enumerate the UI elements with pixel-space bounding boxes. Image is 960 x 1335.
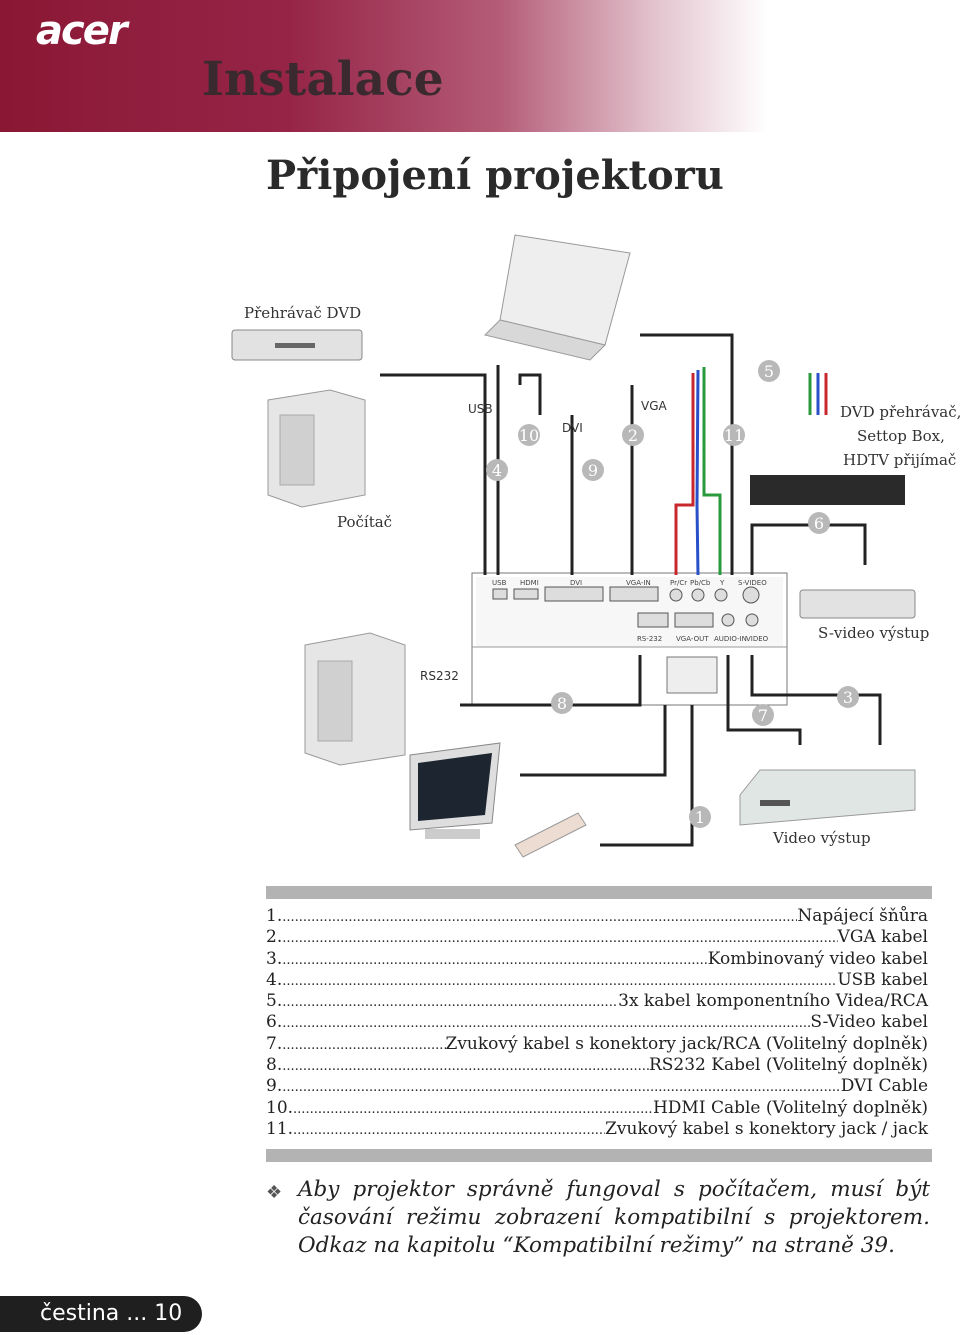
svg-text:4: 4 <box>492 461 502 480</box>
legend-row: 3. Kombinovaný video kabel <box>266 949 928 970</box>
port-audio-in-label: AUDIO-IN <box>714 635 747 643</box>
num-2: 2 <box>622 424 644 446</box>
dvd-player-icon <box>231 329 363 361</box>
computer-icon <box>267 389 366 508</box>
num-6: 6 <box>808 512 830 534</box>
legend-row: 9.DVI Cable <box>266 1076 928 1097</box>
legend-row: 8. RS232 Kabel (Volitelný doplněk) <box>266 1055 928 1076</box>
svg-text:7: 7 <box>758 706 768 725</box>
divider-bottom <box>266 1149 932 1162</box>
svg-text:3: 3 <box>843 688 853 707</box>
num-11: 11 <box>723 424 745 446</box>
svg-text:9: 9 <box>588 461 598 480</box>
legend-row: 4.USB kabel <box>266 970 928 991</box>
port-prcr-label: Pr/Cr <box>670 579 687 587</box>
power-strip-icon <box>514 812 587 858</box>
svg-text:2: 2 <box>628 426 638 445</box>
port-hdmi-label: HDMI <box>520 579 539 587</box>
svideo-player-icon <box>799 589 916 619</box>
legend-row: 6.S-Video kabel <box>266 1012 928 1033</box>
label-dvd-box-3: HDTV přijímač <box>843 451 956 469</box>
port-pbcb-label: Pb/Cb <box>690 579 711 587</box>
svg-text:6: 6 <box>814 514 824 533</box>
label-dvd-box-1: DVD přehrávač, <box>840 403 960 421</box>
label-vga: VGA <box>641 399 668 413</box>
svg-text:1: 1 <box>695 808 705 827</box>
label-dvd-box-2: Settop Box, <box>857 427 945 445</box>
num-1: 1 <box>689 806 711 828</box>
num-5: 5 <box>758 360 780 382</box>
computer-2-icon <box>304 632 406 766</box>
port-vga-in-label: VGA-IN <box>626 579 651 587</box>
connection-diagram: Přehrávač DVD Počítač DVD přehrávač, Set… <box>231 234 960 858</box>
label-rs232: RS232 <box>420 669 459 683</box>
label-computer: Počítač <box>337 513 392 531</box>
svg-text:10: 10 <box>519 426 539 445</box>
cable-legend: 1.Napájecí šňůra 2.VGA kabel 3. Kombinov… <box>266 906 928 1140</box>
vcr-icon <box>739 769 916 826</box>
legend-row: 11. Zvukový kabel s konektory jack / jac… <box>266 1119 928 1140</box>
projector-ports <box>492 586 760 628</box>
label-dvi: DVI <box>562 421 583 435</box>
note-block: ❖ Aby projektor správně fungoval s počít… <box>266 1176 930 1260</box>
divider-top <box>266 886 932 899</box>
port-rs232-label: RS-232 <box>637 635 662 643</box>
legend-row: 7.Zvukový kabel s konektory jack/RCA (Vo… <box>266 1034 928 1055</box>
svg-text:8: 8 <box>557 694 567 713</box>
footer-text: čestina ... 10 <box>40 1301 183 1326</box>
label-dvd-player: Přehrávač DVD <box>244 304 361 322</box>
monitor-icon <box>409 742 501 839</box>
num-8: 8 <box>551 692 573 714</box>
port-vga-out-label: VGA-OUT <box>676 635 709 643</box>
svg-text:5: 5 <box>764 362 774 381</box>
diamond-bullet-icon: ❖ <box>266 1182 283 1203</box>
svg-text:11: 11 <box>724 426 744 445</box>
legend-row: 2.VGA kabel <box>266 927 928 948</box>
header-banner: acer Instalace <box>0 0 960 132</box>
label-usb: USB <box>468 402 493 416</box>
num-7: 7 <box>752 704 774 726</box>
page-footer: čestina ... 10 <box>0 1296 202 1332</box>
num-3: 3 <box>837 686 859 708</box>
port-video-label: VIDEO <box>746 635 769 643</box>
settop-box-icon <box>750 475 905 505</box>
legend-row: 1.Napájecí šňůra <box>266 906 928 927</box>
label-video-out: Video výstup <box>772 829 871 847</box>
port-usb-label: USB <box>492 579 507 587</box>
num-9: 9 <box>582 459 604 481</box>
laptop-icon <box>484 234 631 361</box>
num-4: 4 <box>486 459 508 481</box>
num-10: 10 <box>518 424 540 446</box>
legend-row: 10.HDMI Cable (Volitelný doplněk) <box>266 1098 928 1119</box>
legend-row: 5.3x kabel komponentního Videa/RCA <box>266 991 928 1012</box>
note-text: Aby projektor správně fungoval s počítač… <box>298 1177 930 1258</box>
chapter-title: Instalace <box>202 52 444 107</box>
label-svideo-out: S-video výstup <box>818 624 929 642</box>
page-title: Připojení projektoru <box>266 152 724 199</box>
port-dvi-label: DVI <box>570 579 582 587</box>
port-svideo-label: S-VIDEO <box>738 579 767 587</box>
acer-logo: acer <box>36 8 128 54</box>
port-y-label: Y <box>719 579 725 587</box>
